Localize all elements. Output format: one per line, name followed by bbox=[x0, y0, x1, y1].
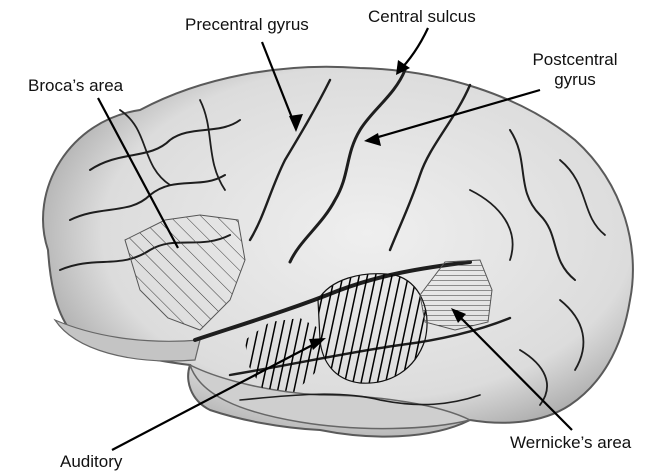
label-precentral-gyrus: Precentral gyrus bbox=[185, 15, 309, 35]
label-wernickes-area: Wernicke’s area bbox=[510, 433, 631, 453]
label-central-sulcus: Central sulcus bbox=[368, 7, 476, 27]
label-auditory: Auditory bbox=[60, 452, 122, 472]
label-brocas-area: Broca’s area bbox=[28, 76, 123, 96]
label-postcentral-gyrus: Postcentral gyrus bbox=[510, 50, 640, 90]
label-postcentral-line2: gyrus bbox=[510, 70, 640, 90]
label-postcentral-line1: Postcentral bbox=[510, 50, 640, 70]
